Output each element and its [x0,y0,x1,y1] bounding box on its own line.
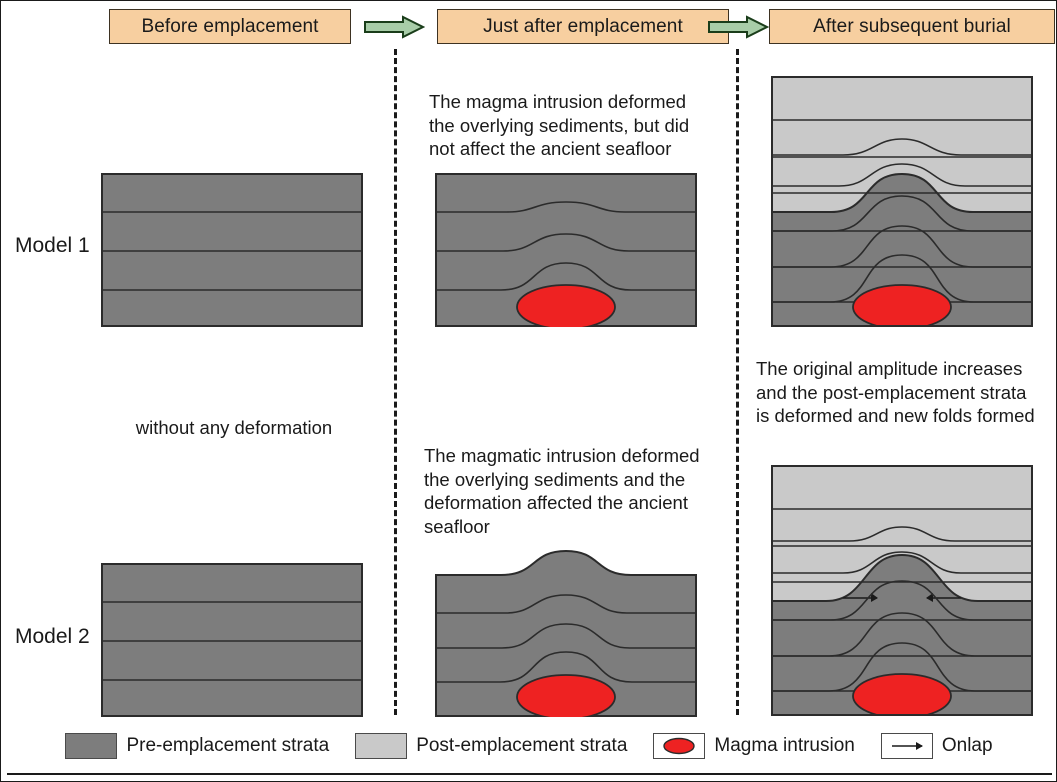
stage-header-label: Just after emplacement [483,15,683,37]
pre-strata-swatch-icon [65,732,118,759]
legend-label: Post-emplacement strata [416,734,628,756]
stage-header-after-subsequent-burial: After subsequent burial [769,9,1055,44]
legend-item-pre-emplacement-strata: Pre-emplacement strata [65,732,330,759]
onlap-swatch-icon [880,732,933,759]
stage-header-before-emplacement: Before emplacement [109,9,351,44]
caption-burial-note: The original amplitude increases and the… [756,358,1035,427]
magma-swatch-icon [653,732,706,759]
panel-model2-after-subsequent-burial [771,465,1033,716]
legend-label: Magma intrusion [714,734,855,756]
caption-model2-just-after: The magmatic intrusion deformed the over… [424,445,700,538]
panel-model1-after-subsequent-burial [771,76,1033,327]
legend-item-onlap: Onlap [880,732,993,759]
onlap-arrow-left [843,593,878,602]
legend-item-magma-intrusion: Magma intrusion [653,732,855,759]
panel-model2-before-emplacement [101,563,363,717]
onlap-arrow-right [926,593,961,602]
column-divider-right [736,49,739,715]
stage-arrow-1-icon [363,15,426,44]
row-label-model-1: Model 1 [15,234,90,257]
panel-model1-before-emplacement [101,173,363,327]
row-label-model-2: Model 2 [15,625,90,648]
stage-header-label: After subsequent burial [813,15,1011,37]
panel-model1-just-after-emplacement [435,173,697,327]
legend: Pre-emplacement strata Post-emplacement … [27,723,1031,768]
stage-header-label: Before emplacement [141,15,319,37]
stage-arrow-2-icon [707,15,770,44]
legend-label: Pre-emplacement strata [126,734,330,756]
legend-label: Onlap [941,734,993,756]
post-strata-swatch-icon [355,732,408,759]
legend-item-post-emplacement-strata: Post-emplacement strata [355,732,628,759]
stage-header-just-after-emplacement: Just after emplacement [437,9,729,44]
panel-model2-just-after-emplacement [435,547,697,717]
caption-before-model1: without any deformation [135,417,333,438]
column-divider-left [394,49,397,715]
legend-bottom-rule [7,773,1052,775]
caption-model1-just-after: The magma intrusion deformed the overlyi… [429,91,690,160]
